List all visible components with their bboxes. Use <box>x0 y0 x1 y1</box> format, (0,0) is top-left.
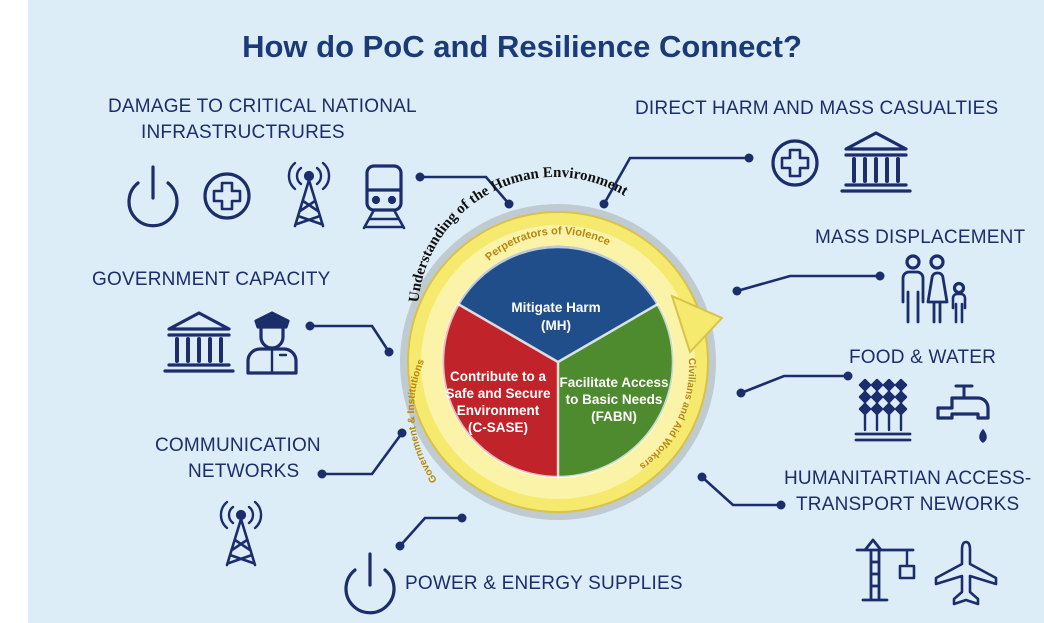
segment-mh-line1: Mitigate Harm <box>511 300 600 315</box>
connector-government <box>308 324 391 354</box>
segment-fabn <box>558 304 674 478</box>
power-icon <box>127 165 179 228</box>
connector-communication <box>320 431 404 476</box>
family-icon <box>901 254 967 324</box>
page-title: How do PoC and Resilience Connect? <box>242 29 802 64</box>
connector-dots <box>305 153 885 551</box>
label-direct-harm: DIRECT HARM AND MASS CASUALTIES <box>635 98 999 119</box>
power-icon <box>344 552 396 615</box>
medical-cross-icon <box>203 172 251 220</box>
segment-csase <box>442 304 558 478</box>
medical-cross-icon <box>771 139 819 187</box>
segment-csase-line2: Safe and Secure <box>445 386 551 401</box>
connector-humanitarian <box>700 475 783 507</box>
connector-food <box>739 374 850 395</box>
label-government-capacity: GOVERNMENT CAPACITY <box>92 269 331 290</box>
central-circle: Understanding of the Human Environment P… <box>400 165 724 520</box>
government-building-icon <box>840 131 912 193</box>
segment-fabn-line2: to Basic Needs <box>566 392 663 407</box>
segment-csase-line1: Contribute to a <box>450 369 546 384</box>
label-food-water: FOOD & WATER <box>849 347 997 368</box>
government-building-icon <box>163 311 235 373</box>
segment-fabn-line1: Facilitate Access <box>559 375 668 390</box>
segment-csase-line3: Environment <box>457 403 540 418</box>
wheat-icon <box>854 378 912 442</box>
segment-csase-line4: (C-SASE) <box>468 420 528 435</box>
label-humanitarian-line1: HUMANITARTIAN ACCESS- <box>784 468 1032 489</box>
label-infrastructure-line1: DAMAGE TO CRITICAL NATIONAL <box>108 96 417 117</box>
connector-infrastructure <box>418 175 511 206</box>
radio-tower-icon <box>219 500 263 567</box>
airplane-icon <box>934 540 998 606</box>
train-icon <box>362 164 406 230</box>
label-mass-displacement: MASS DISPLACEMENT <box>815 227 1026 248</box>
label-power: POWER & ENERGY SUPPLIES <box>405 573 683 594</box>
label-humanitarian-line2: TRANSPORT NEWORKS <box>796 494 1020 515</box>
connector-power <box>398 516 464 548</box>
label-communication-line1: COMMUNICATION <box>155 435 321 456</box>
police-officer-icon <box>246 311 298 375</box>
ring-arrow-head <box>670 294 724 354</box>
connector-direct-harm <box>602 156 751 206</box>
water-tap-icon <box>936 384 990 443</box>
segment-fabn-line3: (FABN) <box>591 409 637 424</box>
radio-tower-icon <box>287 161 331 228</box>
connector-lines <box>308 156 882 548</box>
label-infrastructure-line2: INFRASTRUCTRURES <box>141 122 345 143</box>
segment-mh-line2: (MH) <box>541 318 571 333</box>
label-communication-line2: NETWORKS <box>188 461 300 482</box>
connector-displacement <box>735 274 882 293</box>
crane-icon <box>855 538 916 602</box>
